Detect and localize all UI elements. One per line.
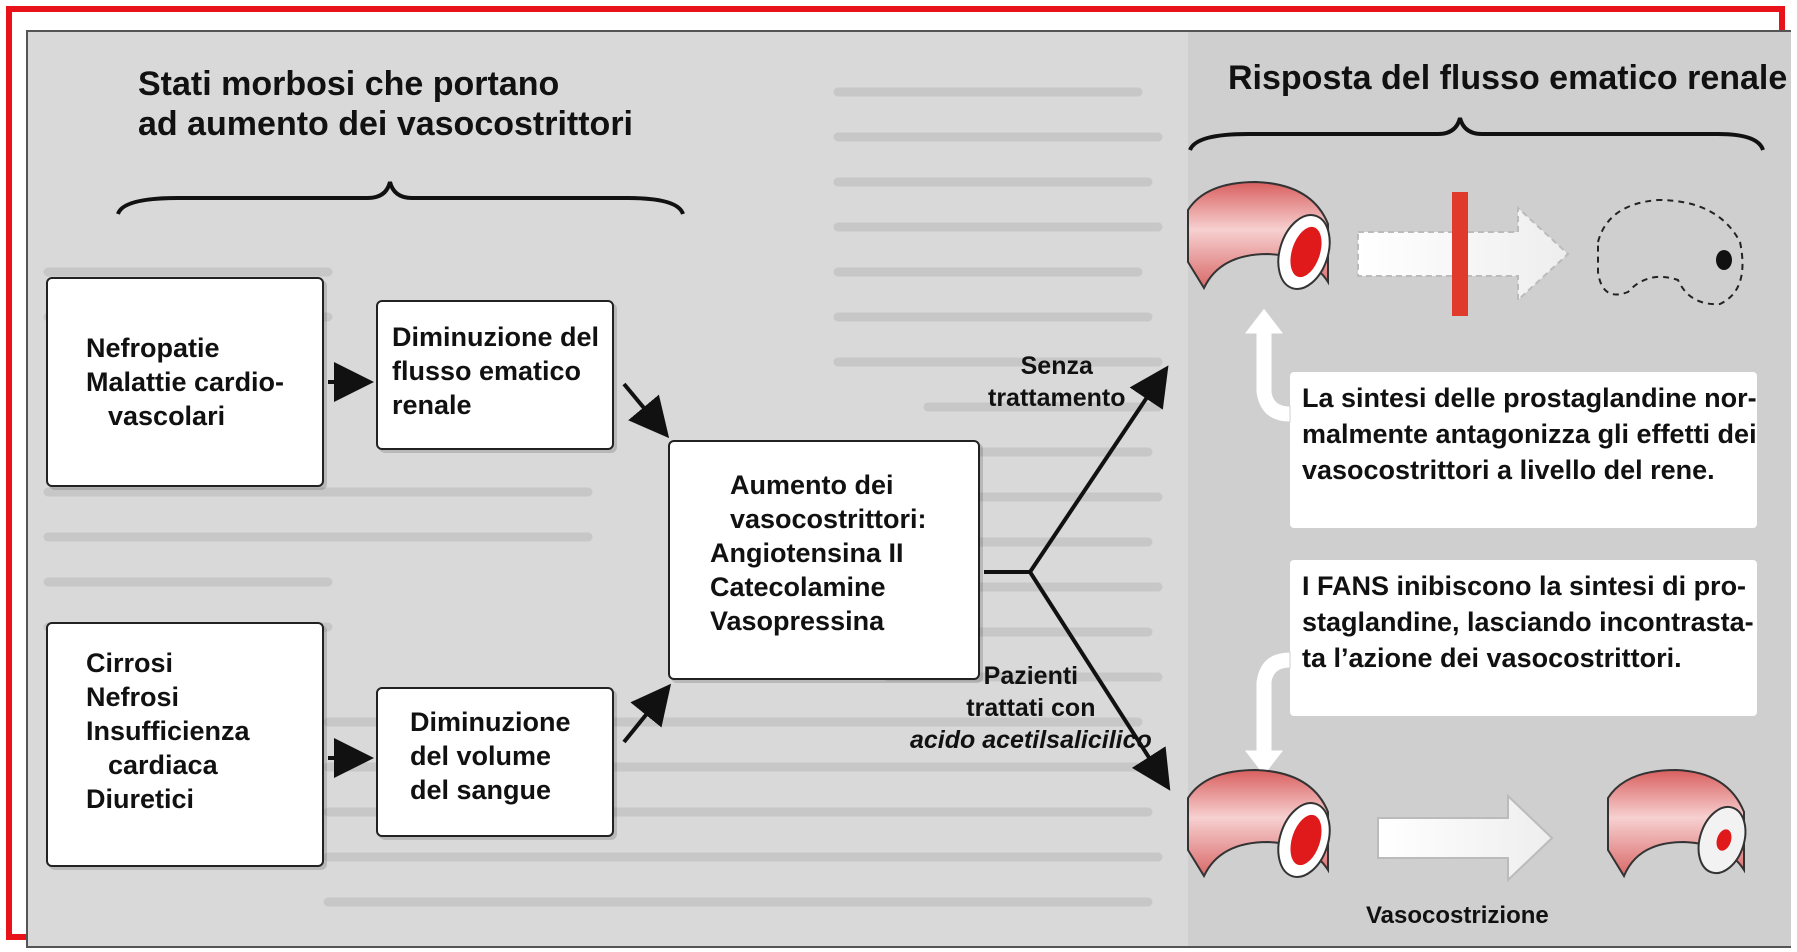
box-line: del sangue: [410, 775, 552, 805]
note-line: La sintesi delle prostaglandine nor-: [1302, 383, 1757, 413]
box-line: Vasopressina: [710, 606, 885, 636]
box-line: vasocostrittori:: [730, 504, 927, 534]
note-line: malmente antagonizza gli effetti dei: [1302, 419, 1757, 449]
connector-bottom: [1242, 651, 1291, 777]
box-line: Cirrosi: [86, 648, 174, 678]
note-line: I FANS inibiscono la sintesi di pro-: [1302, 571, 1747, 601]
outer-frame: Stati morbosi che portano ad aumento dei…: [6, 6, 1791, 948]
label-line: trattamento: [988, 384, 1126, 412]
label-vasoconstriction: Vasocostrizione: [1366, 902, 1549, 929]
box-conditions-bottom: Cirrosi Nefrosi Insufficienza cardiaca D…: [46, 622, 324, 867]
box-line: flusso ematico: [392, 356, 582, 386]
diagram-graphics: [116, 117, 1765, 883]
box-line: Diuretici: [86, 784, 195, 814]
box-line: Nefrosi: [86, 682, 180, 712]
arrow-untreated: [1028, 365, 1169, 574]
arrow-flow-to-vasoconstrictors: [622, 382, 670, 439]
box-line: Diminuzione del: [392, 322, 600, 352]
box-line: Catecolamine: [710, 572, 886, 602]
vessel-treated-icon: [1187, 768, 1331, 879]
label-line: Senza: [1020, 352, 1093, 380]
label-line: acido acetilsalicilico: [910, 726, 1152, 754]
label-line: Pazienti: [983, 662, 1079, 690]
vessel-collapsed-icon: [1597, 198, 1744, 306]
right-heading: Risposta del flusso ematico renale: [1228, 59, 1788, 97]
box-line: del volume: [410, 741, 552, 771]
note-line: staglandine, lasciando incontrasta-: [1302, 607, 1754, 637]
box-vasoconstrictors: Aumento dei vasocostrittori: Angiotensin…: [668, 440, 980, 680]
box-conditions-top: Nefropatie Malattie cardio- vascolari: [46, 277, 324, 487]
brace-left: [116, 181, 685, 215]
flow-arrow-icon: [1377, 793, 1554, 883]
note-line: vasocostrittori a livello del rene.: [1302, 455, 1715, 485]
box-line: Diminuzione: [410, 707, 571, 737]
box-line: vascolari: [108, 401, 226, 431]
box-volume-decrease: Diminuzione del volume del sangue: [376, 687, 614, 837]
label-untreated: Senza trattamento: [988, 350, 1126, 414]
box-line: Insufficienza: [86, 716, 250, 746]
box-line: Angiotensina II: [710, 538, 904, 568]
box-line: renale: [392, 390, 472, 420]
figure-panel: Stati morbosi che portano ad aumento dei…: [26, 30, 1791, 948]
arrow-volume-to-vasoconstrictors: [622, 683, 672, 744]
label-line: trattati con: [966, 694, 1096, 722]
left-heading-line: Stati morbosi che portano: [138, 65, 560, 103]
box-line: Aumento dei: [730, 470, 894, 500]
vessel-constricted-icon: [1607, 768, 1747, 879]
note-line: ta l’azione dei vasocostrittori.: [1302, 643, 1682, 673]
box-line: Nefropatie: [86, 333, 220, 363]
block-bar-icon: [1452, 192, 1468, 316]
box-line: Malattie cardio-: [86, 367, 285, 397]
left-heading-line: ad aumento dei vasocostrittori: [138, 105, 633, 143]
note-fans: I FANS inibiscono la sintesi di pro- sta…: [1290, 560, 1757, 716]
note-prostaglandins: La sintesi delle prostaglandine nor- mal…: [1290, 372, 1757, 528]
left-heading: Stati morbosi che portano ad aumento dei…: [138, 64, 633, 144]
connector-top: [1242, 307, 1291, 423]
box-flow-decrease: Diminuzione del flusso ematico renale: [376, 300, 614, 450]
vessel-normal-icon: [1187, 180, 1331, 291]
label-treated: Pazienti trattati con acido acetilsalici…: [910, 660, 1152, 756]
arrow-treated: [1028, 570, 1171, 791]
box-line: cardiaca: [108, 750, 218, 780]
brace-right: [1188, 117, 1765, 151]
